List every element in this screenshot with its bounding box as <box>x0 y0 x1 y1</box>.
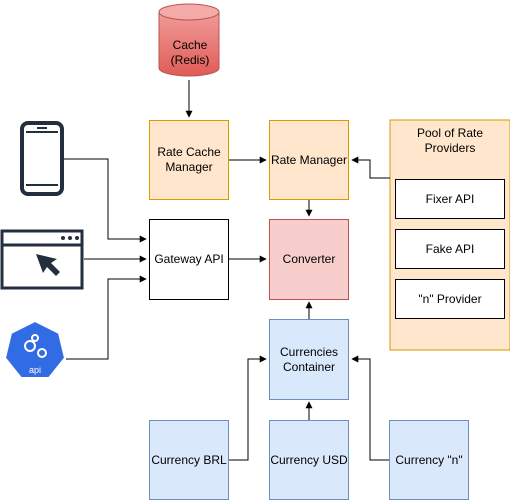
gateway-api-label: Gateway API <box>154 252 224 266</box>
provider-fixer-api: Fixer API <box>395 179 505 219</box>
cache-label-line1: Cache <box>172 38 208 52</box>
arrow-api-to-gateway <box>66 275 147 360</box>
connectors <box>64 80 390 461</box>
currencies-container-label: Currencies Container <box>279 344 339 374</box>
api-icon-text: api <box>29 365 41 375</box>
currencies-container-box: Currencies Container <box>269 319 349 400</box>
cache-cylinder <box>158 3 220 77</box>
converter-box: Converter <box>269 219 349 300</box>
currency-usd-label: Currency USD <box>270 452 348 467</box>
mobile-phone-icon <box>20 121 64 196</box>
rate-manager-label: Rate Manager <box>270 152 348 167</box>
currency-brl-box: Currency BRL <box>149 420 229 500</box>
converter-label: Converter <box>282 252 336 266</box>
cache-label-line2: (Redis) <box>170 53 210 67</box>
provider-n: "n" Provider <box>395 279 505 319</box>
provider-n-label: "n" Provider <box>418 291 482 306</box>
arrow-n-to-container <box>351 355 389 461</box>
rate-cache-manager-label: Rate Cache Manager <box>157 145 221 174</box>
arrow-pool-to-rate-manager <box>351 156 390 179</box>
pool-title: Pool of Rate Providers <box>416 126 484 155</box>
provider-fake-api-label: Fake API <box>425 241 475 256</box>
provider-fixer-api-label: Fixer API <box>425 191 475 206</box>
gateway-api-box: Gateway API <box>149 219 229 300</box>
rate-cache-manager-box: Rate Cache Manager <box>149 120 229 200</box>
currency-n-box: Currency "n" <box>389 420 469 500</box>
provider-fake-api: Fake API <box>395 229 505 269</box>
currency-usd-box: Currency USD <box>269 420 349 500</box>
currency-brl-label: Currency BRL <box>151 452 227 467</box>
rate-manager-box: Rate Manager <box>269 120 349 200</box>
cache-label: Cache (Redis) <box>158 38 222 68</box>
browser-window-icon <box>0 229 84 290</box>
currency-n-label: Currency "n" <box>395 452 463 467</box>
api-hexagon-icon: api <box>3 319 67 379</box>
arrow-phone-to-gateway <box>64 158 147 243</box>
arrow-brl-to-container <box>229 355 267 461</box>
